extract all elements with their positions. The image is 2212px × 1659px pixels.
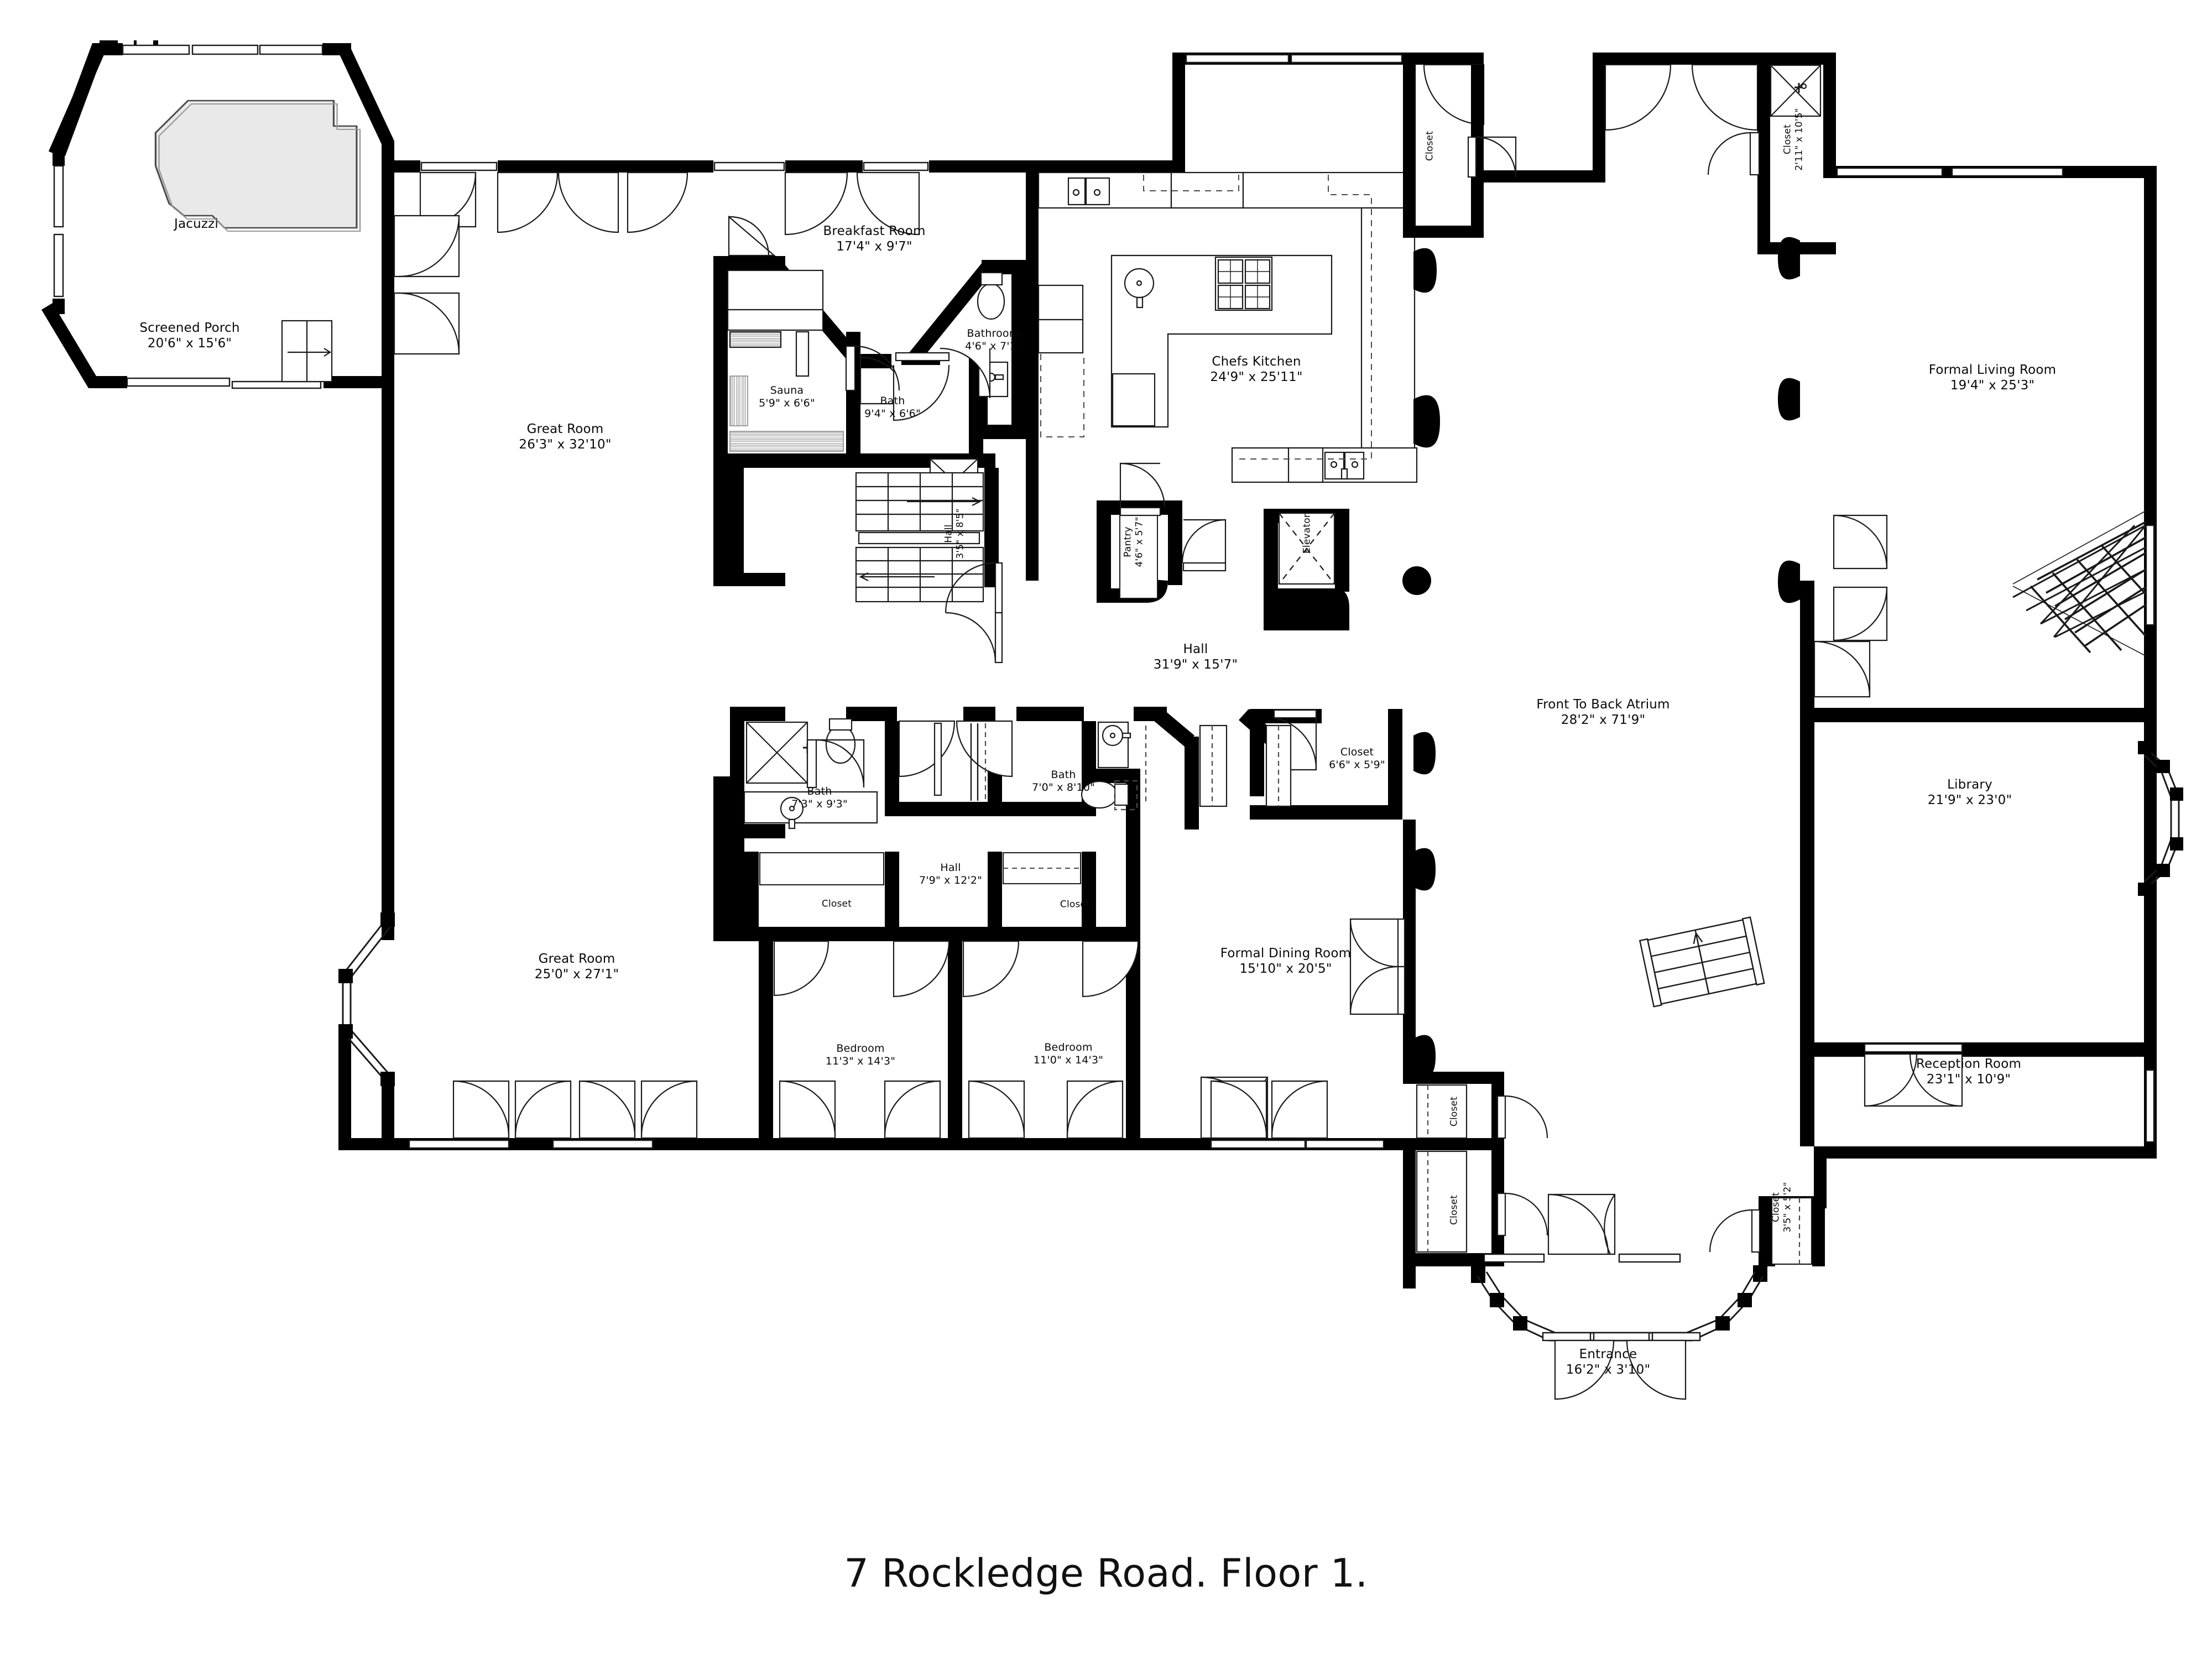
chefs-kitchen-fittings (1037, 171, 1418, 483)
exterior-windows (408, 54, 2155, 1149)
kitchen-sink (1067, 177, 1086, 206)
closet-living-walls (1757, 65, 1836, 254)
stair-hall-doors (945, 562, 1003, 664)
entrance-bay (1471, 1193, 1767, 1400)
library-reception-doors (1813, 514, 1963, 1107)
library-reception-walls (1800, 581, 2146, 1146)
column (1402, 237, 1800, 1078)
door-great-porch (393, 215, 460, 355)
door-swings-kitchen (1423, 64, 1759, 131)
atrium-staircase (1639, 916, 1765, 1008)
range-cooktop (1214, 256, 1273, 311)
breakfast-sauna-bath-cluster (713, 215, 1026, 586)
closet-living-shower (1770, 64, 1822, 117)
suite-doors (773, 720, 1139, 998)
pantry-door (1119, 462, 1166, 517)
staircase (855, 472, 984, 603)
bath-right-fixtures (1081, 721, 1147, 811)
bath-left-fixtures (743, 718, 878, 830)
reception-window (2145, 1069, 2155, 1143)
library-bay-mullions (2138, 741, 2183, 896)
left-bay-wall (338, 912, 395, 1150)
closet-living-door (1707, 132, 1760, 176)
pantry-shelf (1119, 514, 1158, 599)
living-room-staircase (2012, 510, 2147, 656)
closet-atrium-door (1265, 709, 1317, 807)
closet-kitchen-door (1467, 136, 1517, 178)
closet-entry-right-door (1709, 1197, 1813, 1265)
kitchen-hall-door (1181, 519, 1227, 572)
door-swings-top (419, 171, 920, 236)
hall-closet-left (1199, 724, 1228, 807)
door-swings-bottom (452, 1080, 1328, 1139)
elevator-car (1278, 512, 1335, 585)
closet-kitchen-walls (1403, 65, 1484, 238)
bedroom-suite-walls (713, 707, 1199, 1138)
suite-closet-shelves (759, 852, 1081, 885)
jacuzzi-tub (154, 100, 361, 232)
closet-entry-right-walls (1759, 1196, 1825, 1266)
page-title: 7 Rockledge Road. Floor 1. (844, 1551, 1368, 1596)
